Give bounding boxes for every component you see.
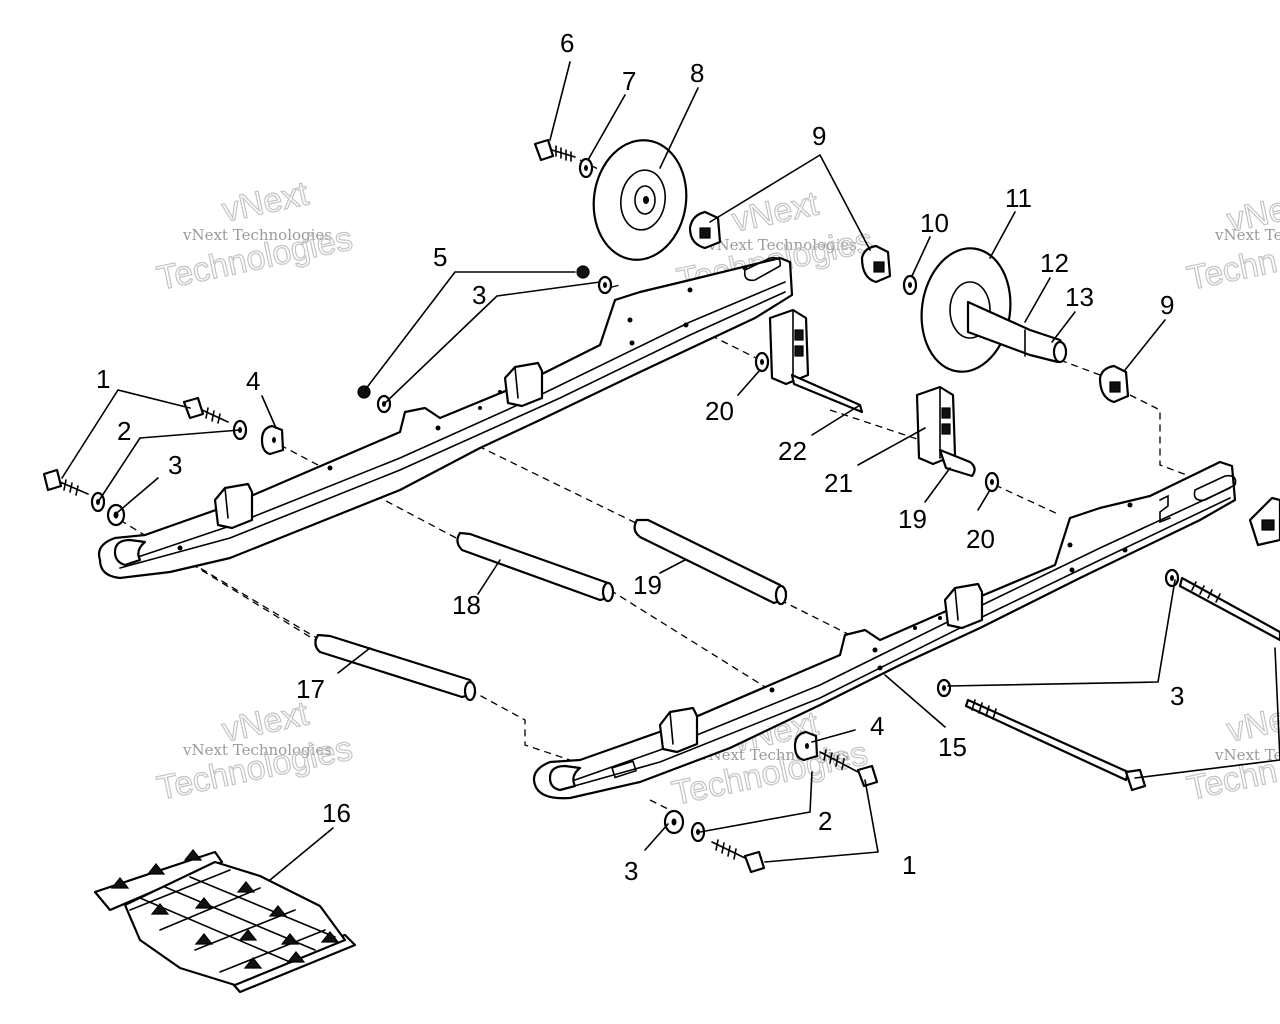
svg-text:vNext: vNext bbox=[1224, 694, 1280, 749]
callout-11: 11 bbox=[1005, 183, 1032, 213]
callout-18: 18 bbox=[452, 590, 481, 620]
callout-20-upper: 20 bbox=[705, 396, 734, 426]
idler-wheel-8-assembly bbox=[533, 138, 918, 296]
cross-shafts bbox=[314, 518, 788, 702]
svg-text:vNext Technologies: vNext Technologies bbox=[182, 741, 332, 759]
hardware-right bbox=[663, 568, 1280, 874]
callout-9-right: 9 bbox=[1160, 290, 1174, 320]
callout-13: 13 bbox=[1065, 282, 1094, 312]
callout-labels: 6 7 8 9 10 11 12 13 9 5 3 1 2 3 4 20 22 … bbox=[96, 28, 1184, 886]
idler-wheel-11-assembly bbox=[920, 247, 1280, 547]
rail-right bbox=[532, 460, 1237, 800]
callout-19-bracket: 19 bbox=[898, 504, 927, 534]
callout-16: 16 bbox=[322, 798, 351, 828]
callout-9-upper: 9 bbox=[812, 121, 826, 151]
callout-3-bottom: 3 bbox=[624, 856, 638, 886]
suspension-brackets bbox=[754, 308, 1000, 493]
svg-text:Techn: Techn bbox=[1184, 242, 1280, 298]
callout-1-left: 1 bbox=[96, 364, 110, 394]
callout-4-right: 4 bbox=[870, 711, 884, 741]
callout-3-right: 3 bbox=[1170, 681, 1184, 711]
svg-text:Techn: Techn bbox=[1184, 752, 1280, 808]
watermark-top-left: vNext vNext Technologies Technologies bbox=[153, 174, 356, 299]
svg-text:vNext Technologies: vNext Technologies bbox=[707, 236, 857, 254]
callout-3-upper: 3 bbox=[472, 280, 486, 310]
svg-text:vNext Technologies: vNext Technologies bbox=[182, 226, 332, 244]
leader-lines bbox=[61, 61, 1280, 881]
callout-12: 12 bbox=[1040, 248, 1069, 278]
callout-6: 6 bbox=[560, 28, 574, 58]
callout-7: 7 bbox=[622, 66, 636, 96]
callout-19-shaft: 19 bbox=[633, 570, 662, 600]
svg-text:vNext Te: vNext Te bbox=[1214, 226, 1280, 244]
svg-text:vNext Te: vNext Te bbox=[1214, 746, 1280, 764]
callout-4-left: 4 bbox=[246, 366, 260, 396]
hardware-left bbox=[42, 265, 613, 527]
watermark-bottom-right: vNext vNext Te Techn bbox=[1183, 694, 1280, 809]
rail-left bbox=[97, 256, 794, 580]
callout-17: 17 bbox=[296, 674, 325, 704]
callout-8: 8 bbox=[690, 58, 704, 88]
track-section-16 bbox=[93, 849, 357, 994]
callout-2-left: 2 bbox=[117, 416, 131, 446]
callout-3-left: 3 bbox=[168, 450, 182, 480]
watermark-top-right: vNext vNext Te Techn bbox=[1183, 184, 1280, 299]
callout-1-right: 1 bbox=[902, 850, 916, 880]
callout-15: 15 bbox=[938, 732, 967, 762]
callout-21: 21 bbox=[824, 468, 853, 498]
callout-10: 10 bbox=[920, 208, 949, 238]
watermark-bottom-left: vNext vNext Technologies Technologies bbox=[153, 694, 356, 809]
svg-text:vNext: vNext bbox=[219, 174, 312, 229]
callout-5: 5 bbox=[433, 242, 447, 272]
callout-2-right: 2 bbox=[818, 806, 832, 836]
callout-20-lower: 20 bbox=[966, 524, 995, 554]
svg-text:vNext: vNext bbox=[729, 184, 822, 239]
callout-22: 22 bbox=[778, 436, 807, 466]
